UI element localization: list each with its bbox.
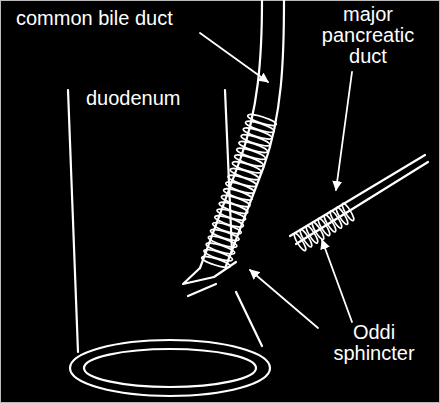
sphincter-winding	[205, 241, 236, 256]
pancreatic-duct-wall	[290, 155, 425, 236]
sphincter-winding	[242, 126, 273, 141]
duodenum-lumen	[70, 340, 270, 396]
part-label: major pancreatic duct	[312, 4, 424, 67]
leader-arrow	[322, 240, 352, 322]
leader-arrow	[250, 270, 318, 328]
sphincter-winding	[247, 112, 278, 127]
sphincter-winding	[214, 214, 245, 229]
sphincter-winding	[236, 146, 267, 161]
duodenum-lumen	[84, 349, 256, 387]
sphincter-winding	[240, 133, 271, 148]
part-label: common bile duct	[16, 8, 216, 29]
pancreatic-duct-wall	[296, 162, 428, 244]
duodenum-wall	[236, 292, 262, 346]
sphincter-winding	[207, 234, 238, 249]
leader-arrow	[336, 72, 352, 190]
sphincter-winding	[212, 221, 243, 236]
sphincter-winding	[201, 254, 232, 269]
papilla	[183, 262, 236, 284]
part-label: Oddi sphincter	[322, 322, 426, 364]
sphincter-winding	[231, 160, 262, 175]
sphincter-winding	[245, 119, 276, 134]
sphincter-winding	[220, 193, 251, 208]
sphincter-winding	[292, 232, 307, 252]
sphincter-winding	[223, 187, 254, 202]
sphincter-winding	[229, 166, 260, 181]
sphincter-winding	[210, 227, 241, 242]
sphincter-winding	[238, 139, 269, 154]
sphincter-winding	[218, 200, 249, 215]
duodenum-wall	[68, 90, 78, 352]
sphincter-winding	[234, 153, 265, 168]
part-label: duodenum	[86, 88, 216, 109]
sphincter-winding	[227, 173, 258, 188]
sphincter-winding	[216, 207, 247, 222]
papilla	[188, 284, 216, 296]
sphincter-winding	[203, 248, 234, 263]
leader-arrow	[200, 33, 268, 82]
sphincter-winding	[225, 180, 256, 195]
